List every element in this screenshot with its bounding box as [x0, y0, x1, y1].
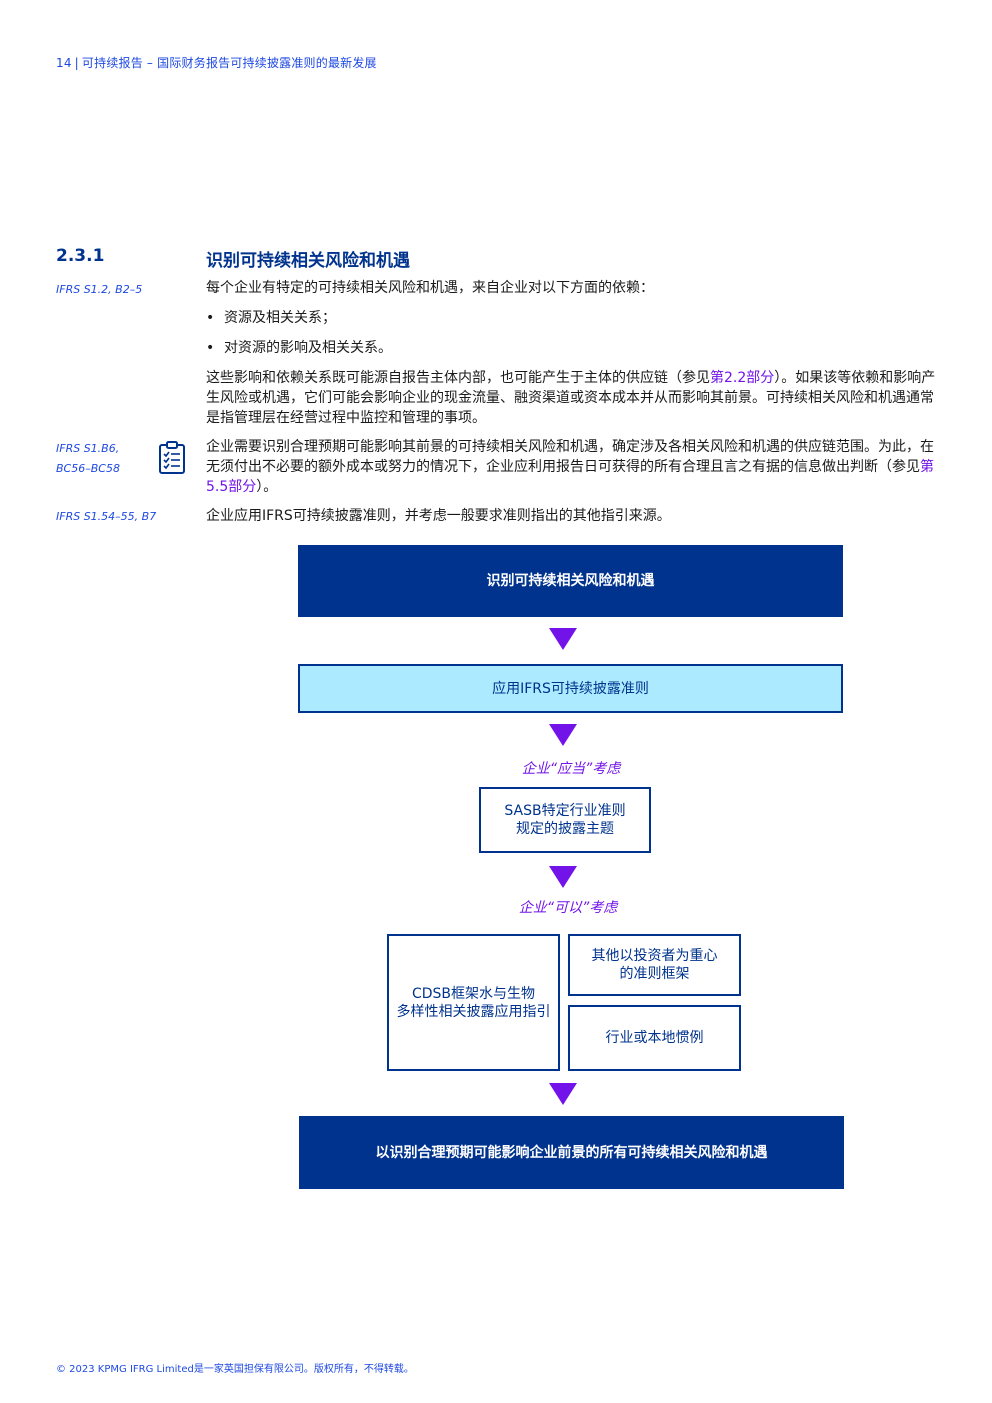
page-number: 14	[56, 56, 72, 70]
document-title: 可持续报告 – 国际财务报告可持续披露准则的最新发展	[81, 56, 377, 70]
bullet-item-2-text: 对资源的影响及相关关系。	[224, 340, 392, 356]
reference-2: IFRS S1.B6, BC56–BC58	[56, 439, 120, 479]
sasb-line-2: 规定的披露主题	[516, 821, 614, 837]
paragraph-dependencies: 每个企业有特定的可持续相关风险和机遇，来自企业对以下方面的依赖：	[206, 280, 654, 296]
flow-step-identify: 识别可持续相关风险和机遇	[298, 545, 843, 617]
paragraph-apply-standards: 企业应用IFRS可持续披露准则，并考虑一般要求准则指出的其他指引来源。	[206, 508, 671, 524]
arrow-down-icon	[549, 866, 577, 888]
reference-2-line2: BC56–BC58	[56, 462, 120, 475]
cdsb-line-2: 多样性相关披露应用指引	[396, 1003, 551, 1020]
link-section-5-5[interactable]: 第5.5部分	[206, 459, 934, 495]
investor-line-1: 其他以投资者为重心	[591, 948, 718, 964]
paragraph-supply-chain: 这些影响和依赖关系既可能源自报告主体内部，也可能产生于主体的供应链（参见第2.2…	[206, 368, 941, 428]
paragraph-identify-risks: 企业需要识别合理预期可能影响其前景的可持续相关风险和机遇，确定涉及各相关风险和机…	[206, 437, 941, 497]
sasb-line-1: SASB特定行业准则	[504, 803, 626, 819]
cdsb-line-1: CDSB框架水与生物	[411, 985, 536, 1002]
reference-3: IFRS S1.54–55, B7	[56, 510, 157, 523]
bullet-item-2: •对资源的影响及相关关系。	[206, 340, 392, 356]
may-consider-label: 企业“可以”考虑	[518, 900, 618, 916]
arrow-down-icon	[549, 1083, 577, 1105]
page-header: 14|可持续报告 – 国际财务报告可持续披露准则的最新发展	[56, 56, 377, 70]
flow-box-cdsb: CDSB框架水与生物 多样性相关披露应用指引	[387, 934, 560, 1071]
section-title: 识别可持续相关风险和机遇	[206, 251, 410, 271]
section-number: 2.3.1	[56, 246, 105, 266]
clipboard-checklist-icon	[158, 441, 186, 475]
should-consider-label: 企业“应当”考虑	[521, 761, 621, 777]
investor-line-2: 的准则框架	[619, 966, 690, 982]
bullet-item-1-text: 资源及相关关系；	[224, 310, 336, 326]
link-section-2-2[interactable]: 第2.2部分	[710, 370, 775, 386]
flow-box-industry-practice: 行业或本地惯例	[568, 1005, 741, 1071]
reference-2-line1: IFRS S1.B6,	[56, 442, 120, 455]
reference-1: IFRS S1.2, B2–5	[56, 283, 143, 296]
arrow-down-icon	[549, 724, 577, 746]
flow-box-investor-frameworks: 其他以投资者为重心 的准则框架	[568, 934, 741, 996]
paragraph-identify-risks-text-2: ）。	[256, 479, 278, 495]
paragraph-supply-chain-text-1: 这些影响和依赖关系既可能源自报告主体内部，也可能产生于主体的供应链（参见	[206, 370, 710, 386]
bullet-item-1: •资源及相关关系；	[206, 310, 336, 326]
flow-step-apply-ifrs: 应用IFRS可持续披露准则	[298, 664, 843, 713]
paragraph-supply-chain-text-2: ）。如果该等依赖和影响产生风险或机遇，它们可能会影响企业的现金流量、融资渠道或资…	[206, 370, 936, 426]
copyright-footer: © 2023 KPMG IFRG Limited是一家英国担保有限公司。版权所有…	[56, 1364, 414, 1375]
arrow-down-icon	[549, 628, 577, 650]
paragraph-identify-risks-text-1: 企业需要识别合理预期可能影响其前景的可持续相关风险和机遇，确定涉及各相关风险和机…	[206, 439, 934, 475]
flow-box-sasb: SASB特定行业准则 规定的披露主题	[479, 787, 651, 853]
flow-step-result: 以识别合理预期可能影响企业前景的所有可持续相关风险和机遇	[299, 1116, 844, 1189]
